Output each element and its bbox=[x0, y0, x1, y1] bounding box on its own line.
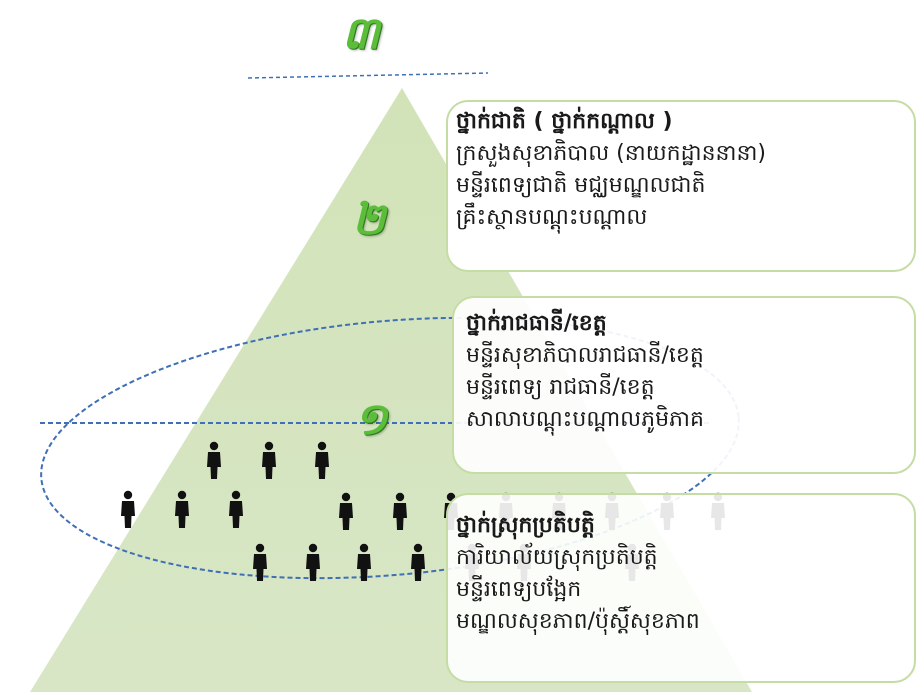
top-dashed-line bbox=[247, 72, 489, 79]
national-line: មន្ទីរពេទ្យជាតិ មជ្ឈមណ្ឌលជាតិ bbox=[456, 173, 706, 198]
district-line: ការិយាល័យស្រុកប្រតិបត្តិ bbox=[456, 545, 658, 570]
provincial-line: មន្ទីរសុខាភិបាលរាជធានី/ខេត្ត bbox=[466, 343, 704, 368]
level-1-numeral: ១ bbox=[354, 394, 388, 445]
level-2-numeral: ២ bbox=[352, 194, 386, 245]
national-level-box bbox=[446, 100, 916, 272]
provincial-level-box bbox=[452, 296, 916, 474]
provincial-line: មន្ទីរពេទ្យ រាជធានី/ខេត្ត bbox=[466, 375, 655, 400]
provincial-level-text: ថ្នាក់រាជធានី/ខេត្ត មន្ទីរសុខាភិបាលរាជធា… bbox=[466, 308, 704, 436]
district-line: មណ្ឌលសុខភាព/ប៉ុស្តិ៍សុខភាព bbox=[456, 609, 700, 634]
level-3-numeral: ៣ bbox=[342, 8, 380, 59]
national-line: ក្រសួងសុខាភិបាល (នាយកដ្ឋាននានា) bbox=[456, 141, 767, 166]
national-level-text: ថ្នាក់ជាតិ ( ថ្នាក់កណ្តាល ) ក្រសួងសុខាភិ… bbox=[456, 106, 766, 234]
national-line: គ្រឹះស្ថានបណ្តុះបណ្តាល bbox=[456, 205, 648, 230]
national-heading: ថ្នាក់ជាតិ ( ថ្នាក់កណ្តាល ) bbox=[456, 109, 673, 134]
provincial-line: សាលាបណ្តុះបណ្តាលភូមិភាគ bbox=[466, 407, 704, 432]
district-line: មន្ទីរពេទ្យបង្អែក bbox=[456, 577, 582, 602]
district-heading: ថ្នាក់ស្រុកប្រតិបត្តិ bbox=[456, 513, 595, 538]
district-level-text: ថ្នាក់ស្រុកប្រតិបត្តិ ការិយាល័យស្រុកប្រត… bbox=[456, 510, 700, 638]
provincial-heading: ថ្នាក់រាជធានី/ខេត្ត bbox=[466, 311, 607, 336]
person-icon bbox=[121, 490, 135, 528]
district-level-box bbox=[446, 493, 916, 683]
